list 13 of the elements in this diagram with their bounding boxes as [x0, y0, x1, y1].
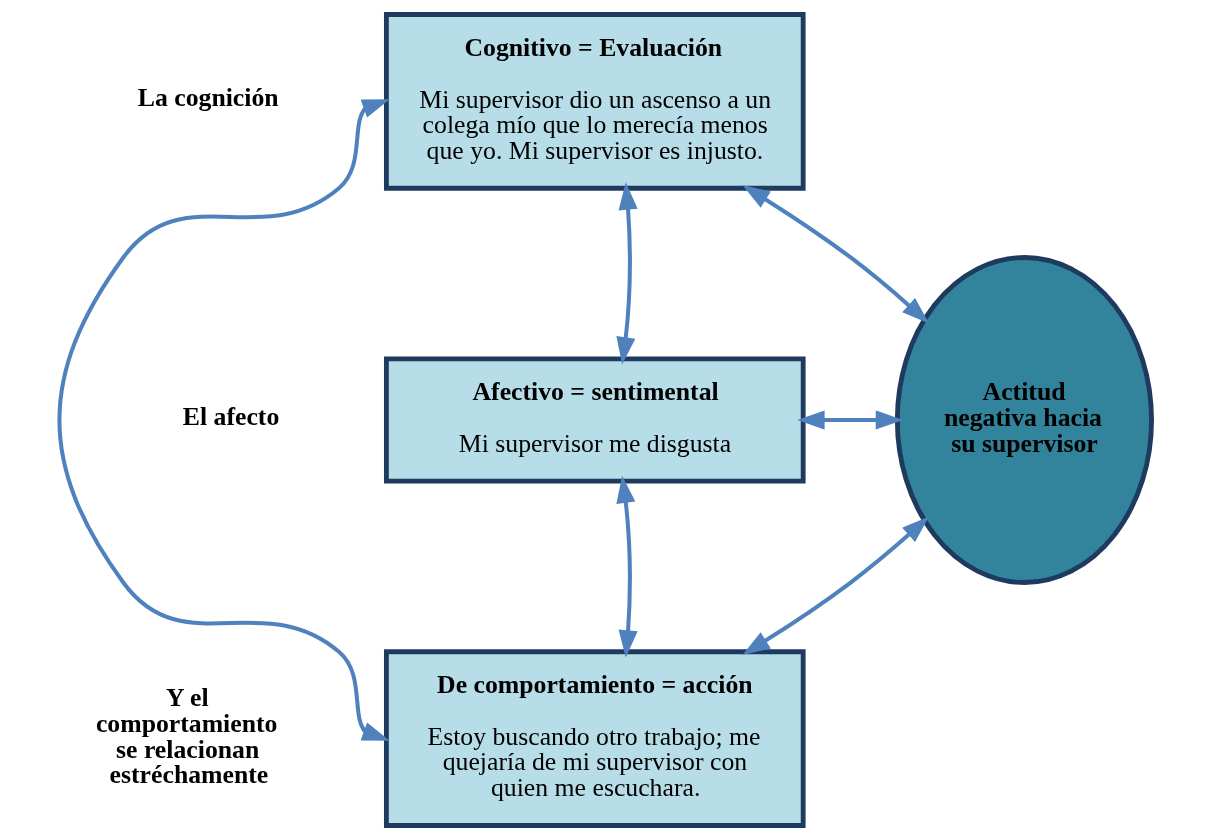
label: Y el comportamiento se relacionan estréchamente — [95, 683, 278, 790]
arrow — [616, 475, 638, 658]
label: El afecto — [182, 401, 280, 431]
node-box: De comportamiento = acción Estoy buscando otro trabajo; me quejaría de mi supervisor con quien me escuchara. — [383, 649, 806, 828]
arrow — [57, 99, 390, 741]
arrow — [616, 182, 638, 365]
arrow — [742, 516, 930, 655]
node-box: Cognitivo = Evaluación Mi supervisor dio un ascenso a un colega mío que lo merecía menos que yo. Mi supervisor es injusto. — [383, 12, 806, 191]
arrow — [742, 185, 930, 324]
label: La cognición — [137, 82, 279, 112]
arrow — [797, 410, 904, 430]
node-box: Afectivo = sentimental Mi supervisor me disgusta — [383, 356, 806, 484]
node-ellipse: Actitud negativa hacia su supervisor — [894, 255, 1154, 585]
